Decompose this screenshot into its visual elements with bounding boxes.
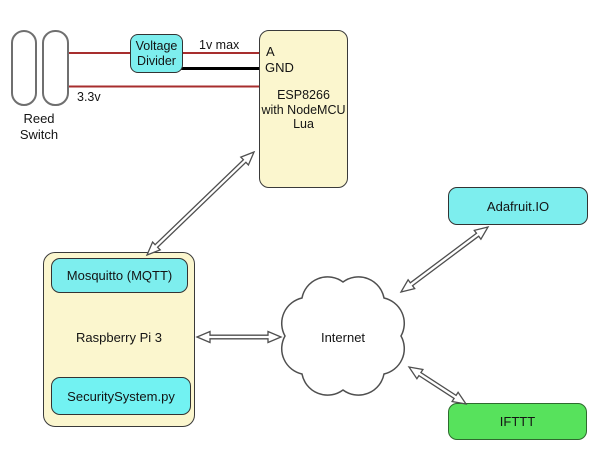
security-system-box: SecuritySystem.py — [51, 377, 191, 415]
reed-switch-contact-right — [42, 30, 69, 106]
voltage-divider-box: Voltage Divider — [130, 34, 183, 73]
esp8266-pin-a-label: A — [266, 44, 275, 59]
esp8266-box — [259, 30, 348, 188]
esp8266-pin-gnd-label: GND — [265, 60, 294, 75]
internet-label: Internet — [320, 330, 366, 345]
reed-switch-label: Reed Switch — [19, 111, 59, 142]
adafruit-io-label: Adafruit.IO — [486, 198, 550, 214]
adafruit-io-box: Adafruit.IO — [448, 187, 588, 225]
raspberry-pi-label: Raspberry Pi 3 — [76, 330, 162, 345]
security-system-label: SecuritySystem.py — [67, 388, 175, 404]
ifttt-label: IFTTT — [499, 414, 536, 429]
voltage-divider-label-line2: Divider — [137, 53, 176, 68]
mosquitto-label: Mosquitto (MQTT) — [66, 268, 173, 283]
voltage-divider-label-line1: Voltage — [135, 38, 178, 53]
wire-label-1v-max: 1v max — [199, 38, 240, 52]
ifttt-box: IFTTT — [448, 403, 587, 440]
wire-label-3-3v: 3.3v — [77, 90, 101, 104]
esp8266-label: ESP8266 with NodeMCU Lua — [261, 88, 346, 131]
mosquitto-box: Mosquitto (MQTT) — [51, 258, 188, 293]
reed-switch-contact-left — [11, 30, 37, 106]
